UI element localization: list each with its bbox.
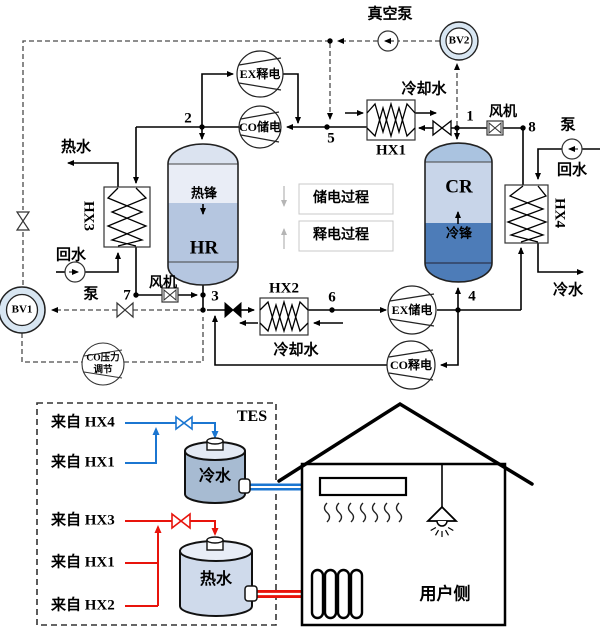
- cooling-water-hx1-label: 冷却水: [401, 81, 447, 98]
- from-hx1-cold-label: 来自 HX1: [51, 454, 115, 471]
- house: [277, 401, 534, 627]
- hot-storage-tank: [179, 536, 258, 617]
- tes-label: TES: [236, 408, 268, 425]
- fan-right-icon: [486, 120, 504, 136]
- state-point-5: 5: [327, 130, 335, 147]
- cold-storage-tank: [184, 437, 251, 504]
- bv1-icon: [0, 286, 46, 334]
- pump-right-icon: [561, 138, 583, 160]
- fan-right-label: 风机: [489, 105, 517, 120]
- cooling-water-hx2-label: 冷却水: [273, 342, 319, 359]
- state-point-3: 3: [211, 288, 219, 305]
- hx2-symbol: [259, 297, 309, 336]
- hot-inlet-lines: [125, 520, 219, 607]
- from-hx4-label: 来自 HX4: [51, 414, 115, 431]
- fan-left-icon: [161, 287, 179, 303]
- valve-hx2-icon: [224, 301, 242, 319]
- cr-cold-front-label: 冷锋: [445, 225, 473, 241]
- from-hx3-label: 来自 HX3: [51, 512, 115, 529]
- fan-left-label: 风机: [149, 276, 177, 291]
- bv1-label: BV1: [11, 303, 33, 316]
- ac-unit-icon: [318, 476, 408, 497]
- valve-bv1-line-icon: [116, 301, 134, 319]
- hot-water-out-label: 热水: [60, 139, 92, 156]
- hx1-symbol: [366, 99, 416, 141]
- hr-hot-front-label: 热锋: [190, 185, 218, 201]
- legend-box: [281, 183, 394, 252]
- hot-valve-icon: [171, 512, 191, 530]
- lamp-icon: [425, 464, 459, 537]
- bv2-label: BV2: [448, 34, 470, 47]
- from-hx1-hot-label: 来自 HX1: [51, 554, 115, 571]
- state-point-6: 6: [328, 289, 336, 306]
- expander-discharge-label: EX释电: [239, 67, 281, 81]
- return-water-right-label: 回水: [556, 162, 588, 179]
- valve-hx1-icon: [432, 119, 452, 137]
- airflow-squiggles: [323, 502, 403, 523]
- compressor-discharge-icon: [386, 340, 436, 390]
- pump-right-label: 泵: [560, 117, 576, 134]
- return-water-left-label: 回水: [55, 247, 87, 264]
- co-pressure-regulator-icon: [81, 342, 125, 386]
- co-pressure-reg-label-2: 调节: [93, 365, 113, 376]
- cold-water-out-label: 冷水: [552, 282, 584, 299]
- radiator-icon: [310, 568, 364, 620]
- hr-label: HR: [189, 237, 219, 259]
- state-point-7: 7: [123, 287, 131, 304]
- user-side-label: 用户侧: [419, 584, 471, 604]
- cold-valve-icon: [175, 415, 193, 431]
- cr-tank: [424, 142, 493, 283]
- bv2-icon: [439, 21, 479, 61]
- pump-left-label: 泵: [83, 286, 99, 303]
- hx1-label: HX1: [376, 142, 406, 159]
- vacuum-pump-label: 真空泵: [367, 6, 413, 23]
- hr-tank: [167, 143, 239, 286]
- roof: [277, 401, 534, 486]
- state-point-4: 4: [468, 288, 476, 305]
- vacuum-dashed-circuit: [21, 38, 460, 363]
- expander-charge-label: EX储电: [391, 303, 433, 317]
- from-hx2-label: 来自 HX2: [51, 597, 115, 614]
- expander-discharge-icon: [236, 50, 284, 98]
- cr-label: CR: [445, 176, 473, 198]
- state-point-2: 2: [184, 110, 192, 127]
- vacuum-pump-icon: [377, 30, 399, 52]
- hx3-symbol: [103, 186, 151, 248]
- hx2-label: HX2: [269, 280, 299, 297]
- legend-charge-label: 储电过程: [313, 191, 369, 206]
- hx3-label: HX3: [80, 201, 97, 231]
- compressor-charge-label: CO储电: [238, 120, 282, 134]
- hx4-symbol: [504, 184, 549, 244]
- junction-dots: [133, 38, 526, 313]
- co-pressure-reg-label-1: CO压力: [86, 353, 120, 364]
- expander-charge-icon: [387, 285, 437, 335]
- hx4-label: HX4: [551, 198, 568, 228]
- valve-left-dashed-icon: [15, 211, 31, 231]
- cold-tank-label: 冷水: [198, 468, 232, 485]
- pump-left-icon: [64, 261, 86, 283]
- hot-tank-label: 热水: [199, 571, 233, 588]
- compressor-charge-icon: [238, 105, 282, 149]
- cold-inlet-lines: [125, 422, 219, 464]
- tes-dashed-border: [36, 402, 277, 626]
- compressor-discharge-label: CO释电: [389, 358, 433, 372]
- state-point-1: 1: [466, 108, 474, 125]
- state-point-8: 8: [528, 119, 536, 136]
- legend-discharge-label: 释电过程: [313, 228, 369, 243]
